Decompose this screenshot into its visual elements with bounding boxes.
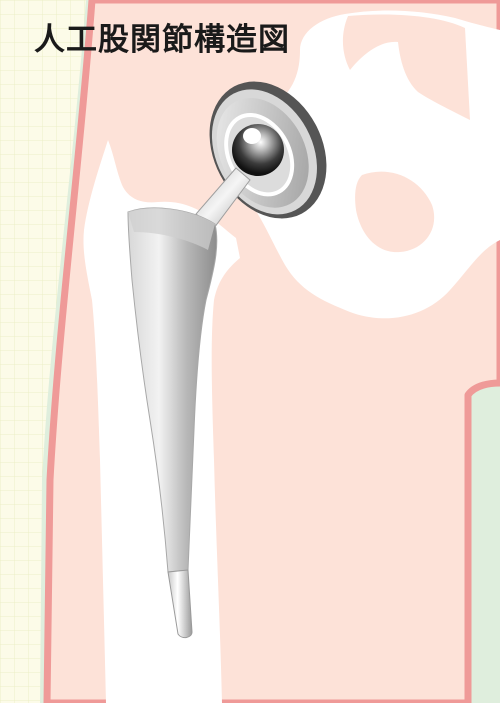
femoral-head-highlight: [243, 128, 261, 144]
diagram-title: 人工股関節構造図: [34, 22, 290, 59]
